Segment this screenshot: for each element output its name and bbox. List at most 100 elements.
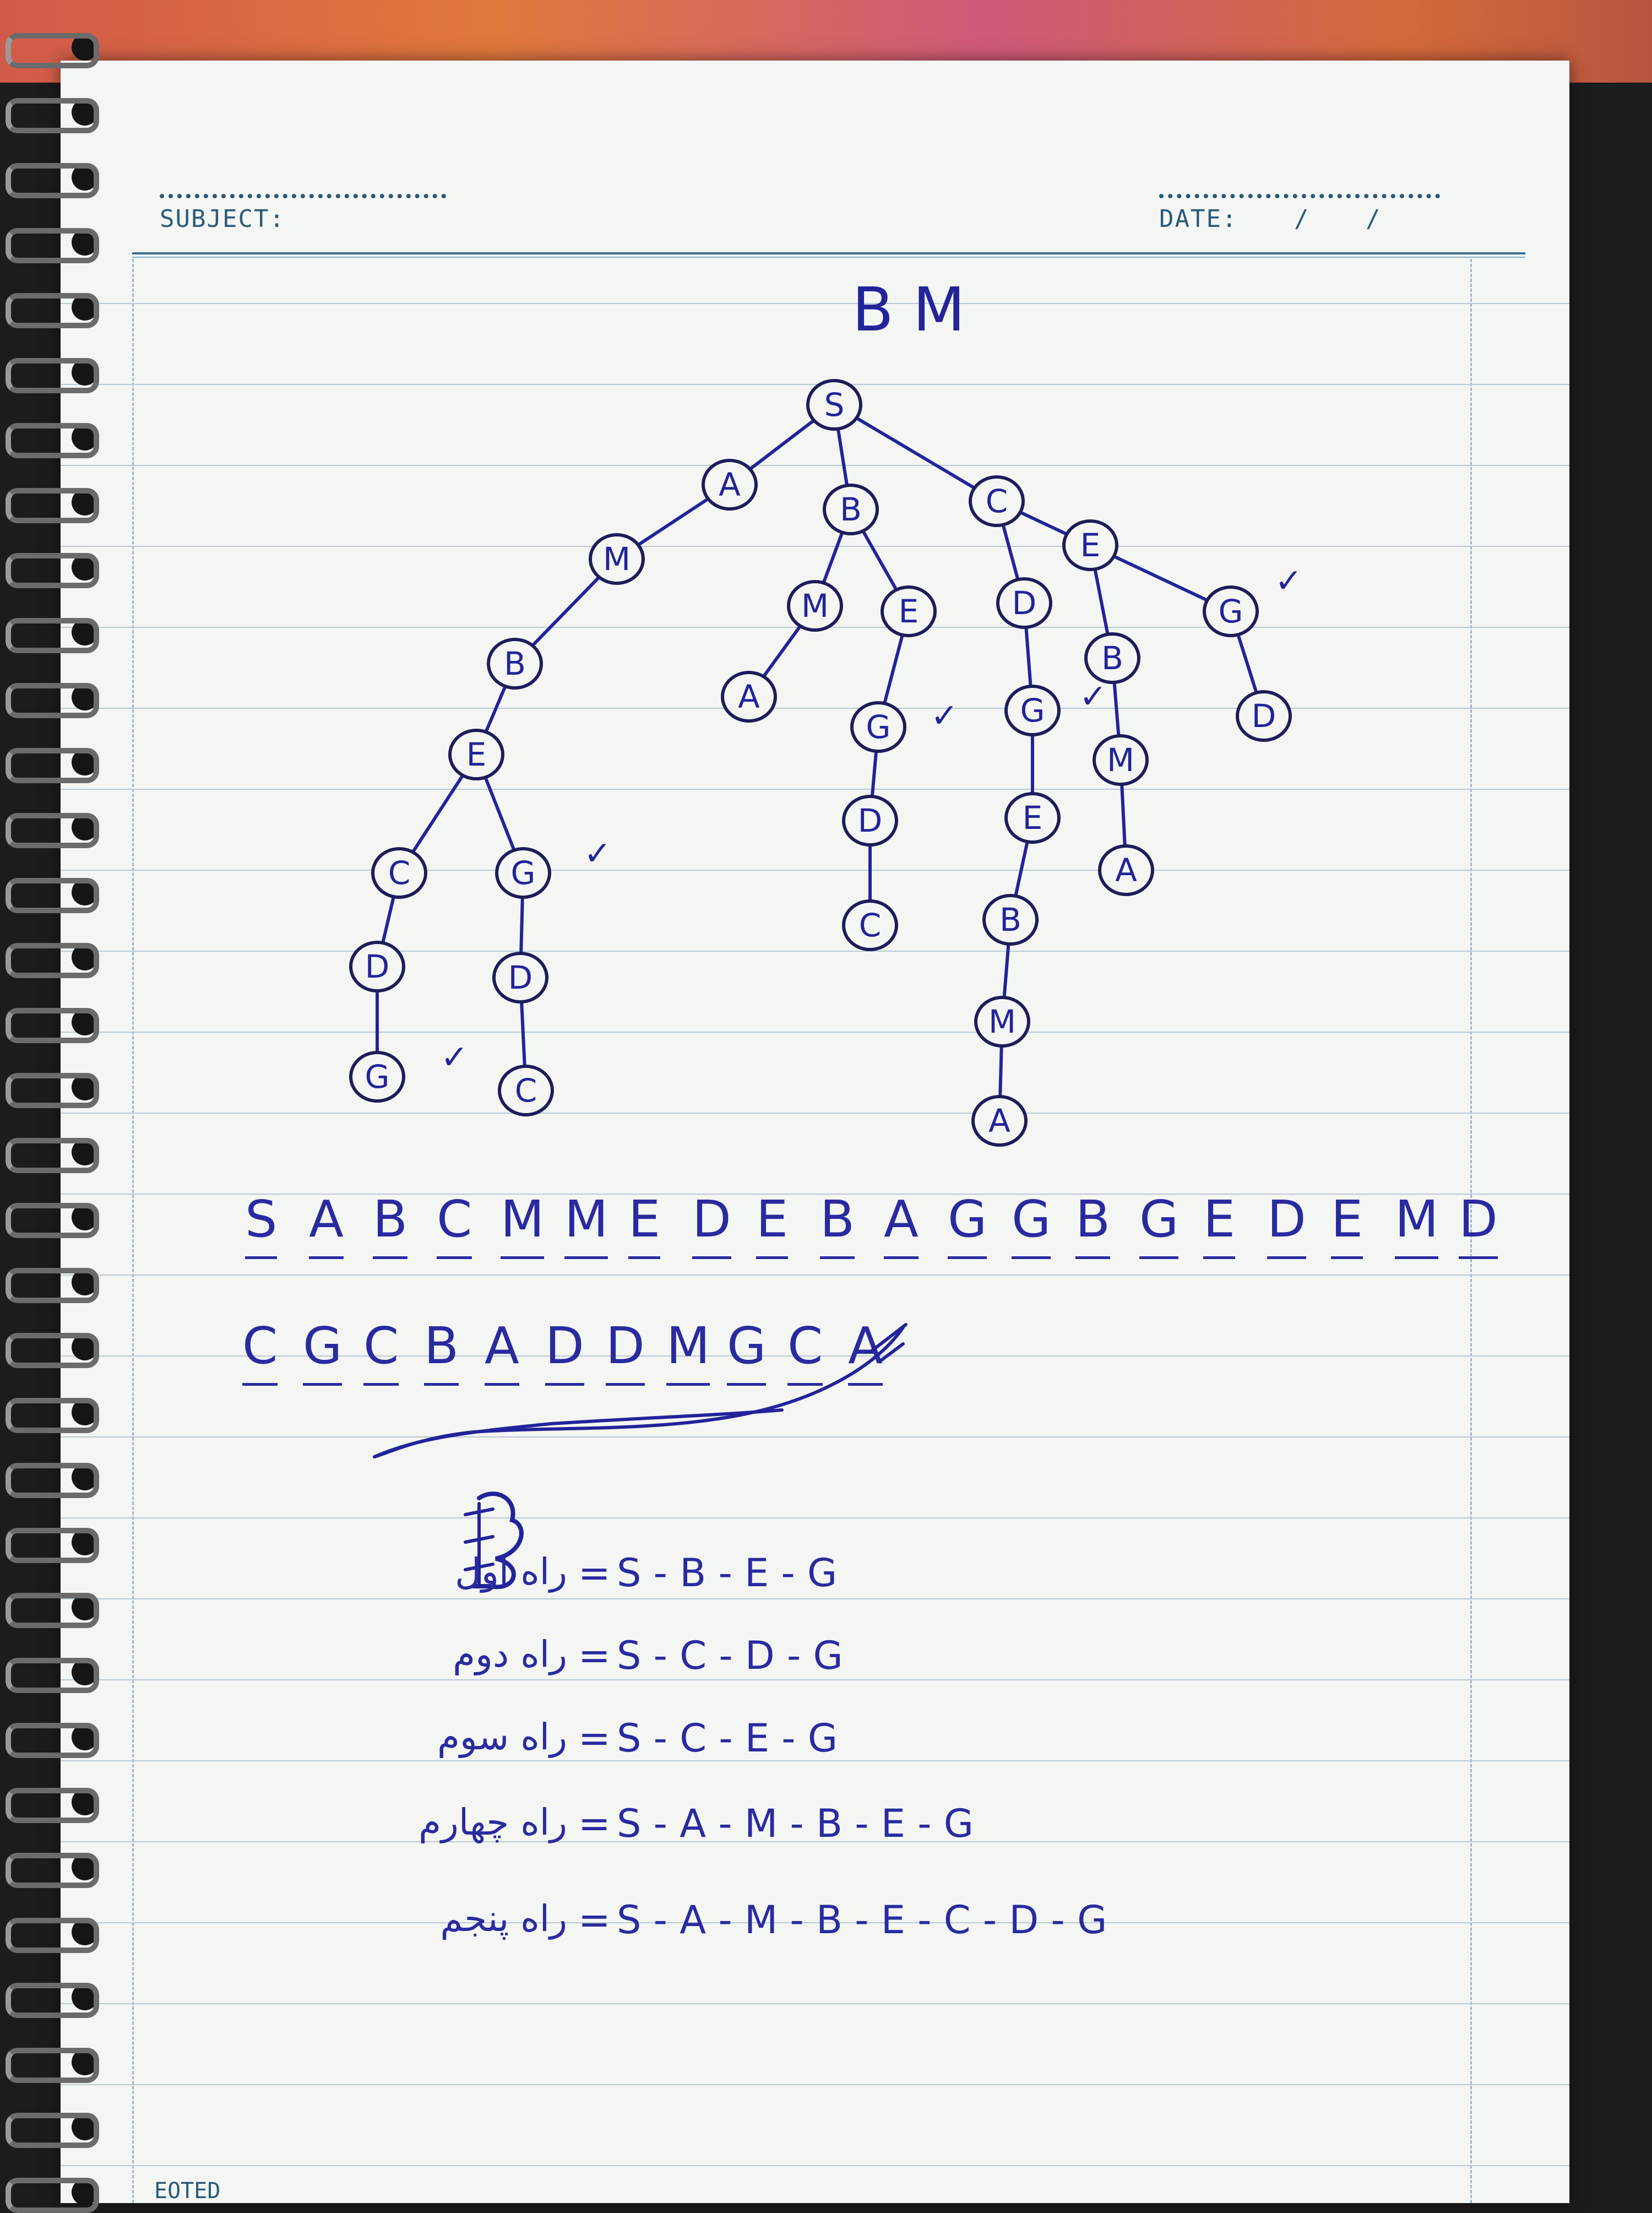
path-label: راه چهارم — [419, 1801, 567, 1843]
node-circle — [806, 379, 862, 431]
sequence-letter: A — [848, 1316, 883, 1386]
node-label: G — [365, 1058, 390, 1095]
path-equals: = — [578, 1897, 611, 1943]
sequence-letter: C — [437, 1190, 472, 1259]
tree-edge — [833, 403, 998, 503]
node-circle — [823, 484, 879, 535]
spiral-ring — [6, 878, 99, 913]
node-circle — [487, 638, 543, 690]
sequence-letter: D — [545, 1316, 584, 1386]
ruled-line — [61, 384, 1569, 385]
tree-node: G — [850, 701, 906, 753]
check-marks: ✓✓✓✓✓ — [441, 562, 1302, 1077]
ruled-line — [61, 303, 1569, 304]
sequence-letter: C — [363, 1316, 399, 1386]
node-label: M — [988, 1003, 1016, 1040]
node-circle — [974, 996, 1030, 1048]
node-label: B — [999, 901, 1021, 939]
right-margin-line — [1470, 259, 1472, 2203]
path-sequence: S - C - D - G — [617, 1633, 843, 1678]
header-rule-2 — [132, 257, 1525, 258]
tree-node: A — [1098, 844, 1154, 896]
node-label: A — [1115, 851, 1137, 889]
spiral-ring — [6, 618, 99, 653]
spiral-binding — [0, 0, 110, 2213]
tree-node: A — [702, 459, 758, 511]
sequence-letter: E — [756, 1190, 789, 1259]
node-label: B — [1101, 639, 1123, 677]
tree-node: B — [487, 638, 543, 690]
spiral-ring — [6, 423, 99, 458]
ruled-line — [61, 1760, 1569, 1761]
tree-node: C — [371, 847, 427, 899]
spiral-ring — [6, 813, 99, 848]
spiral-ring — [6, 1723, 99, 1758]
spiral-ring — [6, 943, 99, 978]
spiral-ring — [6, 1593, 99, 1628]
tree-node: G — [349, 1051, 405, 1103]
sequence-letter: B — [424, 1316, 459, 1386]
spiral-ring — [6, 98, 99, 133]
tree-node: D — [996, 577, 1052, 629]
tree-node: D — [1236, 690, 1292, 742]
left-margin-line — [132, 259, 134, 2203]
tree-node: D — [842, 795, 898, 847]
ruled-line — [61, 1598, 1569, 1599]
check-mark: ✓ — [1275, 562, 1302, 600]
ruled-line — [61, 546, 1569, 547]
sequence-letter: A — [309, 1190, 344, 1259]
path-equals: = — [578, 1801, 611, 1846]
sequence-letter: C — [242, 1316, 278, 1386]
node-circle — [702, 459, 758, 511]
tree-node: M — [974, 996, 1030, 1048]
spiral-ring — [6, 1073, 99, 1108]
check-mark: ✓ — [1079, 677, 1107, 716]
node-label: C — [986, 482, 1008, 520]
spiral-ring — [6, 1008, 99, 1043]
node-circle — [1004, 685, 1061, 736]
header-rule — [132, 252, 1525, 254]
node-label: G — [511, 854, 536, 892]
tree-node: E — [1004, 792, 1061, 844]
node-label: E — [1080, 527, 1101, 564]
ruled-line — [61, 2165, 1569, 2166]
node-circle — [850, 701, 906, 753]
spiral-ring — [6, 1918, 99, 1953]
node-label: A — [719, 466, 741, 503]
node-circle — [495, 847, 551, 899]
path-equals: = — [578, 1716, 611, 1761]
sequence-letter: E — [1203, 1190, 1236, 1259]
node-label: D — [1252, 697, 1276, 735]
ruled-line — [61, 2003, 1569, 2004]
tree-node: B — [1084, 632, 1140, 684]
spiral-ring — [6, 2048, 99, 2083]
ruled-line — [61, 1113, 1569, 1114]
sequence-letter: D — [606, 1316, 645, 1386]
path-sequence: S - A - M - B - E - G — [617, 1801, 974, 1846]
spiral-ring — [6, 1268, 99, 1303]
node-circle — [996, 577, 1052, 629]
sequence-letter: M — [564, 1190, 608, 1259]
sequence-letter: M — [666, 1316, 710, 1386]
node-circle — [371, 847, 427, 899]
tree-node: M — [589, 533, 645, 585]
footer-label: EOTED — [154, 2178, 221, 2204]
node-circle — [1236, 690, 1292, 742]
path-equals: = — [578, 1550, 611, 1596]
node-label: G — [1219, 593, 1243, 630]
tree-node: G — [495, 847, 551, 899]
spiral-ring — [6, 163, 99, 198]
ruled-line — [61, 1032, 1569, 1033]
node-circle — [492, 952, 548, 1004]
spiral-ring — [6, 1853, 99, 1888]
node-circle — [1098, 844, 1154, 896]
sequence-letter: G — [1139, 1190, 1179, 1259]
spiral-ring — [6, 1658, 99, 1693]
node-circle — [589, 533, 645, 585]
node-circle — [349, 941, 405, 992]
tree-node: C — [969, 475, 1025, 527]
node-label: M — [801, 587, 829, 625]
sequence-letter: C — [787, 1316, 823, 1386]
spiral-ring — [6, 1528, 99, 1563]
ruled-line — [61, 2084, 1569, 2085]
